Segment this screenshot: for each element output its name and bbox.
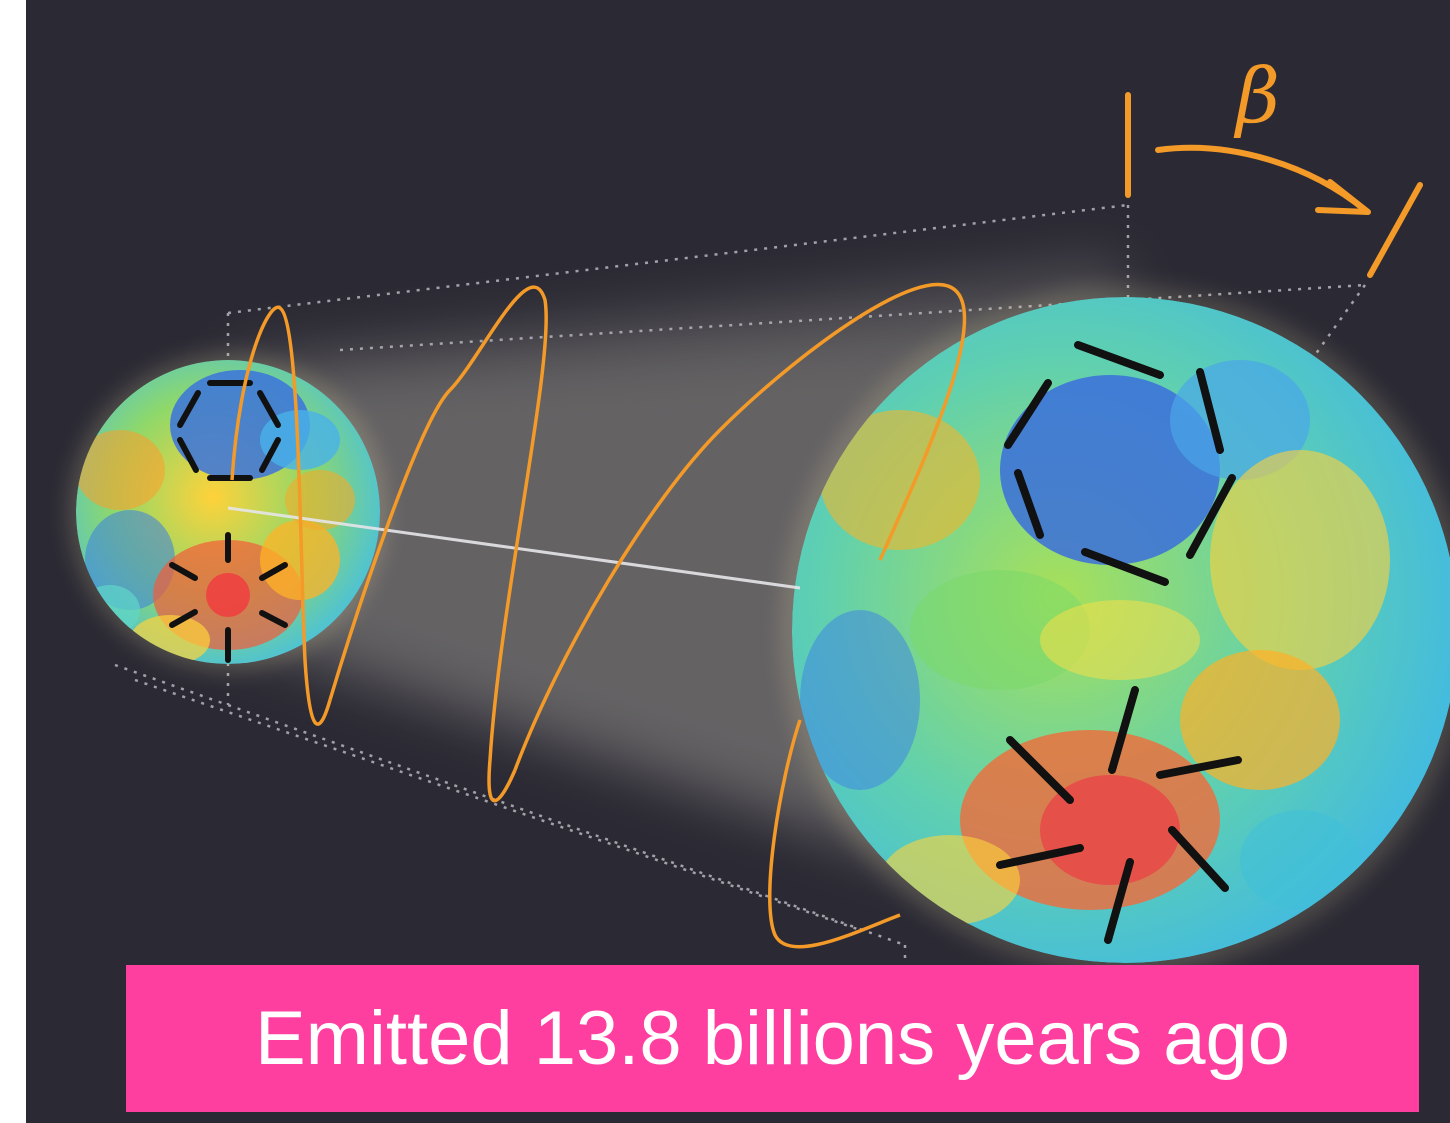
rotation-angle-label: β [1236, 51, 1280, 140]
cmb-map-sphere-large [780, 285, 1450, 975]
projection-guide-lines [114, 203, 1367, 975]
caption-text: Emitted 13.8 billions years ago [254, 995, 1291, 1081]
caption-banner: Emitted 13.8 billions years ago [126, 965, 1419, 1112]
rotation-arrow [1125, 92, 1423, 278]
line-of-sight [227, 506, 801, 590]
cmb-map-sphere-small [68, 352, 388, 672]
polarization-wave [230, 282, 967, 949]
